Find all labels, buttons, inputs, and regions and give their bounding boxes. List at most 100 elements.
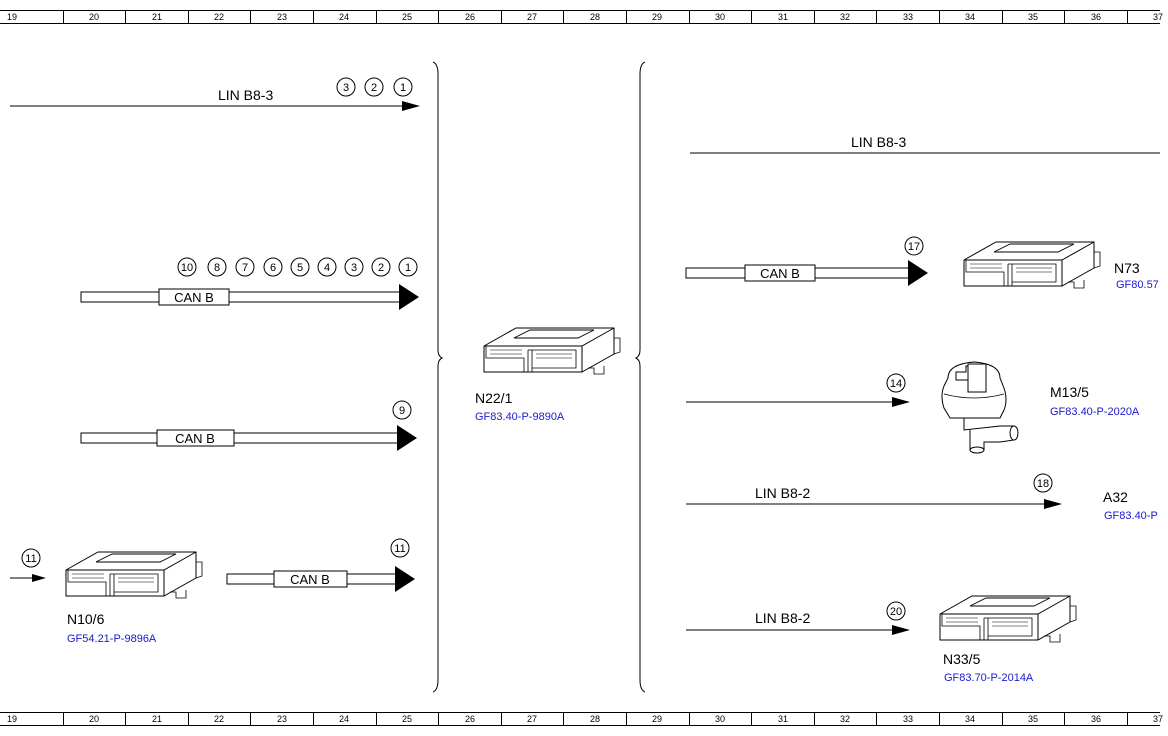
marker-circle: 8 [214,262,220,274]
top-ruler-number: 31 [778,12,788,22]
marker-circle: 4 [324,262,330,274]
can-b-label: CAN B [175,431,215,446]
bottom-ruler-number: 37 [1153,714,1163,724]
marker-circle: 9 [399,405,405,417]
top-ruler-number: 34 [965,12,975,22]
lin-b8-2-lower-label: LIN B8-2 [755,610,810,626]
bottom-ruler-number: 19 [7,714,17,724]
top-ruler-number: 30 [715,12,725,22]
m13-5-labels: M13/5 GF83.40-P-2020A [1050,384,1140,418]
top-ruler-number: 32 [840,12,850,22]
can-b-right-bus: CAN B [685,260,928,286]
bottom-ruler-number: 36 [1091,714,1101,724]
marker-circle: 2 [378,262,384,274]
marker-circle: 1 [405,262,411,274]
marker-circle: 11 [394,543,405,555]
marker-circle: 3 [343,82,349,94]
left-brace [432,61,444,693]
marker-circle: 17 [908,241,920,253]
m13-input-line: 14 [686,373,910,407]
bottom-ruler-number: 28 [590,714,600,724]
lin-b8-3-left-label: LIN B8-3 [218,87,273,103]
bottom-ruler-number: 26 [465,714,475,724]
n73-module: N73 GF80.57 [963,241,1159,291]
n33-5-name: N33/5 [943,651,981,667]
top-ruler-number: 36 [1091,12,1101,22]
top-ruler-number: 25 [402,12,412,22]
m13-5-name: M13/5 [1050,384,1089,400]
a32-labels: A32 GF83.40-P [1103,489,1158,522]
n22-1-module: N22/1 GF83.40-P-9890A [475,327,621,423]
n22-1-name: N22/1 [475,390,513,406]
top-ruler-number: 27 [527,12,537,22]
n22-1-ref: GF83.40-P-9890A [475,411,565,423]
marker-circle: 11 [25,553,36,565]
top-ruler-number: 22 [214,12,224,22]
n10-6-ref: GF54.21-P-9896A [67,633,157,645]
top-ruler-number: 26 [465,12,475,22]
bottom-ruler-number: 27 [527,714,537,724]
bottom-ruler-number: 31 [778,714,788,724]
lin-b8-2-lower-line: LIN B8-2 20 [686,601,910,635]
bottom-ruler-number: 22 [214,714,224,724]
marker-circle: 20 [890,606,902,618]
can-b-label: CAN B [174,290,214,305]
marker-circle: 2 [371,82,377,94]
top-ruler: 19 20 21 22 23 24 25 26 27 28 29 30 31 32 33 34 35 36 37 [0,10,1163,24]
marker-circle: 10 [181,262,193,274]
right-brace [634,61,646,693]
top-ruler-number: 28 [590,12,600,22]
top-ruler-number: 20 [89,12,99,22]
marker-circle: 5 [297,262,303,274]
bottom-ruler-number: 23 [277,714,287,724]
lin-b8-3-left-line: LIN B8-3 [10,87,420,111]
markers-can-left-3: 11 [390,538,410,558]
m13-5-ref: GF83.40-P-2020A [1050,406,1140,418]
top-ruler-number: 19 [7,12,17,22]
markers-n73-in: 17 [904,236,924,256]
top-ruler-number: 23 [277,12,287,22]
n10-6-name: N10/6 [67,611,105,627]
marker-circle: 14 [890,378,902,390]
markers-lin-top: 3 2 1 [336,77,413,97]
bottom-ruler-number: 25 [402,714,412,724]
can-b-left-1-bus: CAN B [80,284,419,310]
n10-6-module: N10/6 GF54.21-P-9896A [65,551,203,645]
n73-name: N73 [1114,260,1140,276]
marker-circle: 3 [351,262,357,274]
markers-can-left-2: 9 [392,400,412,420]
lin-b8-3-right-line: LIN B8-3 [690,134,1160,154]
marker-circle: 18 [1037,478,1049,490]
lin-b8-2-upper-line: LIN B8-2 18 [686,473,1062,509]
marker-circle: 1 [400,82,406,94]
top-ruler-number: 29 [652,12,662,22]
bottom-ruler-number: 32 [840,714,850,724]
top-ruler-number: 35 [1028,12,1038,22]
bottom-ruler-number: 30 [715,714,725,724]
can-b-left-2-bus: CAN B [80,425,417,451]
top-ruler-number: 33 [903,12,913,22]
bottom-ruler-number: 24 [339,714,349,724]
n33-5-ref: GF83.70-P-2014A [944,672,1034,684]
bottom-ruler-number: 21 [152,714,162,724]
n33-5-module: N33/5 GF83.70-P-2014A [939,595,1077,684]
top-ruler-number: 37 [1153,12,1163,22]
n73-ref: GF80.57 [1116,279,1159,291]
bottom-ruler-number: 33 [903,714,913,724]
marker-circle: 6 [270,262,276,274]
a32-name: A32 [1103,489,1128,505]
top-ruler-number: 21 [152,12,162,22]
lin-b8-3-right-label: LIN B8-3 [851,134,906,150]
bottom-ruler-number: 34 [965,714,975,724]
marker-circle: 7 [242,262,248,274]
bottom-ruler-number: 29 [652,714,662,724]
m13-5-pump-icon [941,361,1019,454]
can-b-label: CAN B [290,572,330,587]
lin-b8-2-upper-label: LIN B8-2 [755,485,810,501]
bottom-ruler-number: 20 [89,714,99,724]
can-b-left-3-bus: CAN B [226,566,415,592]
markers-can-left-1: 10 8 7 6 5 4 3 2 1 [177,257,418,277]
top-ruler-number: 24 [339,12,349,22]
